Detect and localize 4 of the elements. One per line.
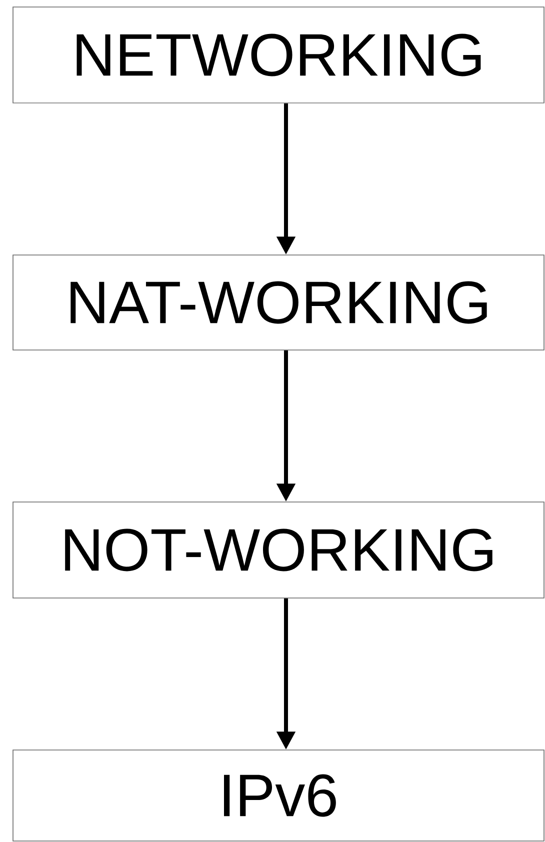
- process-box: NOT-WORKING: [12, 502, 544, 598]
- process-box: NETWORKING: [12, 6, 544, 104]
- process-box: IPv6: [12, 750, 544, 842]
- process-box: NAT-WORKING: [12, 254, 544, 350]
